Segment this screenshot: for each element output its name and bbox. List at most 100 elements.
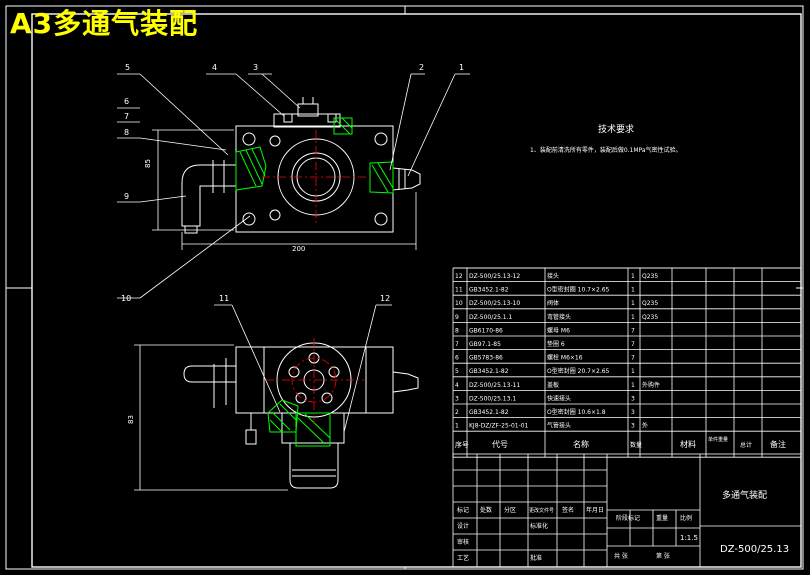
bom-row-no: 7 [455, 341, 459, 348]
bom-row-qty: 7 [631, 355, 635, 362]
bom-row-code: DZ-500/25.13-11 [469, 382, 520, 389]
callout-10: 10 [121, 294, 131, 303]
bom-row-name: 盖板 [547, 381, 559, 389]
bom-row-qty: 1 [631, 300, 635, 307]
bom-header-material: 材料 [680, 439, 696, 449]
front-view-centerlines [266, 338, 364, 424]
bom-row-no: 1 [455, 423, 459, 430]
bom-header-remark: 备注 [770, 439, 786, 449]
bom-row-code: DZ-500/25.13-10 [469, 300, 520, 307]
callout-4: 4 [212, 63, 217, 72]
bom-row-no: 12 [455, 273, 463, 280]
bolt-hole [242, 212, 256, 226]
top-view [181, 97, 421, 234]
elbow-fitting [181, 164, 237, 227]
title-block-text: 多通气装配 DZ-500/25.13 1:1.5 阶段标记 重量 比例 共 张 … [457, 489, 789, 562]
dim-top-width: 200 [292, 245, 305, 253]
bom-row-material: Q235 [642, 300, 658, 307]
bom-row-no: 3 [455, 395, 459, 402]
top-view-section-hatch [235, 117, 394, 194]
bom-row-name: 快速接头 [547, 394, 571, 402]
bom-row-material: 外 [642, 422, 648, 430]
tb-approve: 批准 [530, 554, 542, 562]
callout-8: 8 [124, 128, 129, 137]
bom-row-code: GB3452.1-82 [469, 368, 509, 375]
front-view-dimensions [134, 344, 288, 491]
bom-row-qty: 3 [631, 423, 635, 430]
front-view [183, 342, 419, 489]
bom-header-name: 名称 [573, 439, 589, 449]
callout-11: 11 [219, 294, 229, 303]
bolt-hole [242, 132, 256, 146]
dim-top-height: 85 [144, 159, 152, 168]
bom-row-no: 10 [455, 300, 463, 307]
right-connector [392, 371, 419, 393]
tb-qty: 处数 [480, 506, 492, 514]
bom-header-no: 序号 [455, 440, 469, 449]
bom-row-qty: 1 [631, 382, 635, 389]
tb-mark: 标记 [457, 506, 469, 514]
bom-row-name: 螺母 M6 [547, 326, 570, 334]
bom-row-name: 接头 [547, 272, 559, 280]
bom-row-code: DZ-500/25.13.1 [469, 395, 516, 402]
tb-check: 审核 [457, 538, 469, 546]
quick-connector [392, 167, 421, 191]
bom-row-name: 阀体 [547, 299, 559, 307]
bom-row-material: 外购件 [642, 381, 660, 389]
cover-boss [273, 113, 341, 128]
bom-row-no: 11 [455, 287, 463, 294]
bom-row-code: GB3452.1-82 [469, 409, 509, 416]
tb-zone: 分区 [504, 506, 516, 514]
bom-row-qty: 1 [631, 287, 635, 294]
bom-row-name: O型密封圈 20.7×2.65 [547, 367, 610, 375]
tb-stage-mark: 阶段标记 [616, 514, 640, 522]
bom-row-no: 8 [455, 327, 459, 334]
bom-row-qty: 1 [631, 314, 635, 321]
bom-row-name: 弯管接头 [547, 313, 571, 321]
bom-row-no: 6 [455, 355, 459, 362]
bom-row-no: 2 [455, 409, 459, 416]
bom-header-total-weight: 总计 [740, 441, 752, 449]
tb-design: 设计 [457, 522, 469, 530]
callout-7: 7 [124, 112, 129, 121]
callout-2: 2 [419, 63, 424, 72]
callout-12: 12 [380, 294, 390, 303]
bom-header-qty: 数量 [630, 441, 642, 449]
scale-value: 1:1.5 [680, 534, 698, 542]
callout-5: 5 [125, 63, 130, 72]
callout-6: 6 [124, 97, 129, 106]
bom-row-material: Q235 [642, 273, 658, 280]
bom-row-qty: 7 [631, 341, 635, 348]
top-view-dimensions [152, 129, 417, 250]
bolt-hole [374, 132, 388, 146]
tech-req-heading: 技术要求 [598, 123, 634, 135]
tb-sheet: 共 张 [614, 552, 628, 560]
bom-row-name: O型密封圈 10.7×2.65 [547, 286, 610, 294]
callout-9: 9 [124, 192, 129, 201]
bom-row-name: 垫圈 6 [547, 340, 565, 348]
bom-row-qty: 3 [631, 409, 635, 416]
drawing-code: DZ-500/25.13 [720, 544, 789, 555]
callout-3: 3 [253, 63, 258, 72]
tb-scale-label: 比例 [680, 514, 692, 522]
top-view-centerlines [262, 130, 372, 226]
callout-labels: 1 2 3 4 5 6 7 8 9 10 11 12 [121, 63, 464, 303]
bom-row-qty: 3 [631, 395, 635, 402]
bom-row-no: 5 [455, 368, 459, 375]
leader-lines [117, 73, 470, 433]
bom-row-code: KJ8-DZ/ZF-25-01-01 [469, 423, 529, 430]
bom-row-name: 气管接头 [547, 422, 571, 430]
bom-row-code: DZ-500/25.1.1 [469, 314, 513, 321]
bom-row-name: 螺栓 M6×16 [547, 354, 583, 362]
tb-standardize: 标准化 [530, 522, 548, 530]
tb-signature: 签名 [562, 506, 574, 514]
bom-row-code: GB3452.1-82 [469, 287, 509, 294]
bom-header-single-weight: 单件重量 [708, 436, 728, 443]
bottom-fitting [281, 412, 345, 444]
tb-sheet-no: 第 张 [656, 552, 670, 560]
bolt-hole [374, 212, 388, 226]
bom-row-qty: 7 [631, 327, 635, 334]
bom-row-no: 9 [455, 314, 459, 321]
